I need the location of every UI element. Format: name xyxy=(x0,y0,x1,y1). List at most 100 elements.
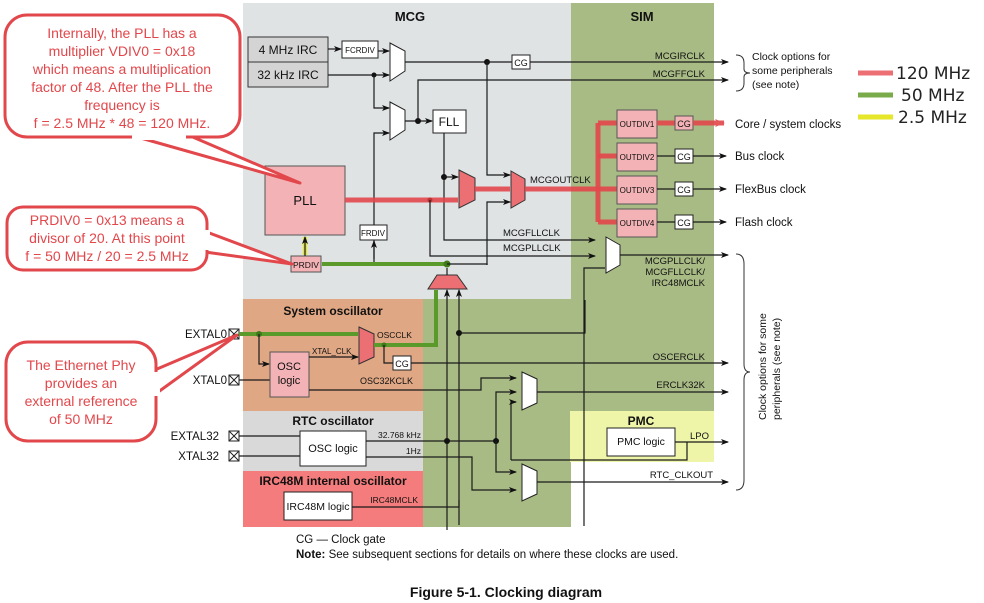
outdiv3-label: OUTDIV3 xyxy=(620,186,655,195)
erclk32k-mux xyxy=(521,371,538,411)
mcg-title: MCG xyxy=(395,9,425,24)
outdiv2-label: OUTDIV2 xyxy=(620,153,655,162)
oscclk-label: OSCCLK xyxy=(377,330,412,340)
callout-ethernet-line-1: The Ethernet Phy xyxy=(27,357,136,373)
xtal0-label: XTAL0 xyxy=(193,375,227,387)
clock-options-top-2: some peripherals xyxy=(752,65,833,77)
extal0-label: EXTAL0 xyxy=(185,329,227,341)
pll-label: PLL xyxy=(293,193,316,208)
clock-options-top-3: (see note) xyxy=(752,79,799,91)
sim-region-bottom xyxy=(423,411,571,527)
irc-32khz-label: 32 kHz IRC xyxy=(257,68,319,82)
callout-prdiv-line-2: divisor of 20. At this point xyxy=(29,230,185,246)
irc-32khz-block xyxy=(247,61,329,88)
erclk32k-label: ERCLK32K xyxy=(656,380,705,391)
irc48m-logic-block xyxy=(283,491,353,521)
irc48mclk-label: IRC48MCLK xyxy=(370,495,418,505)
clock-options-side-1: Clock options for some xyxy=(757,313,769,420)
extal32-label: EXTAL32 xyxy=(171,431,219,443)
outdiv4-label: OUTDIV4 xyxy=(620,219,655,228)
callout-pll xyxy=(3,13,242,139)
xtal32-label: XTAL32 xyxy=(178,451,219,463)
callout-prdiv-line-3: f = 50 MHz / 20 = 2.5 MHz xyxy=(25,248,188,264)
note-text: See subsequent sections for details on w… xyxy=(325,549,678,561)
cg-bus-label: CG xyxy=(677,152,691,162)
callout-prdiv-line-1: PRDIV0 = 0x13 means a xyxy=(30,212,185,228)
rtc-clkout-label: RTC_CLKOUT xyxy=(650,470,713,481)
fll-label: FLL xyxy=(439,115,460,129)
mux-out-label-2: MCGFLLCLK/ xyxy=(645,267,705,278)
callout-pll-line-1: Internally, the PLL has a xyxy=(47,25,197,41)
mcgfllclk-label: MCGFLLCLK xyxy=(503,228,561,239)
mux-out-label-1: MCGPLLCLK/ xyxy=(645,256,706,267)
rtc-osc-logic-label: OSC logic xyxy=(308,443,358,455)
cg-mcgirclk-label: CG xyxy=(514,58,528,68)
peripheral-clock-mux xyxy=(605,236,621,274)
rtc-osc-title: RTC oscillator xyxy=(292,414,374,428)
cg-oscerclk-label: CG xyxy=(395,359,409,369)
cg-legend-note: CG — Clock gate xyxy=(296,534,385,546)
mcgoutclk-label: MCGOUTCLK xyxy=(530,175,591,186)
cg-core-label: CG xyxy=(677,119,691,129)
flash-clock-label: Flash clock xyxy=(735,217,793,229)
footnote: Note: See subsequent sections for detail… xyxy=(296,549,678,561)
rtc-1hz-label: 1Hz xyxy=(406,446,421,456)
bus-clock-label: Bus clock xyxy=(735,151,784,163)
pmc-logic-label: PMC logic xyxy=(617,436,665,448)
irc-4mhz-label: 4 MHz IRC xyxy=(259,43,318,57)
core-clock-label: Core / system clocks xyxy=(735,119,841,131)
osc-logic-label-2: logic xyxy=(278,375,301,387)
frdiv-label: FRDIV xyxy=(361,229,386,238)
outdiv2-block xyxy=(616,142,658,172)
pll-fll-mux xyxy=(458,169,476,209)
osc-logic-block xyxy=(269,351,310,398)
oscerclk-label: OSCERCLK xyxy=(653,352,706,363)
mcgirclk-label: MCGIRCLK xyxy=(655,51,706,62)
xtal-clk-label: XTAL_CLK xyxy=(312,347,352,356)
outdiv1-label: OUTDIV1 xyxy=(620,120,655,129)
flexbus-clock-label: FlexBus clock xyxy=(735,184,806,196)
note-label: Note: xyxy=(296,549,325,561)
fcrdiv-label: FCRDIV xyxy=(345,46,375,55)
prdiv-label: PRDIV xyxy=(293,260,319,270)
mcgout-mux xyxy=(510,170,526,209)
osc32kclk-label: OSC32KCLK xyxy=(360,376,413,386)
callout-pll-line-2: multiplier VDIV0 = 0x18 xyxy=(49,43,196,59)
fll-mux xyxy=(389,101,406,141)
callout-ethernet-line-3: external reference xyxy=(25,393,138,409)
mcgffclk-label: MCGFFCLK xyxy=(653,69,706,80)
sim-title: SIM xyxy=(630,9,653,24)
irc-mux xyxy=(389,42,406,82)
cg-flash-label: CG xyxy=(677,218,691,228)
clock-options-top-1: Clock options for xyxy=(752,51,831,63)
figure-caption: Figure 5-1. Clocking diagram xyxy=(410,584,602,600)
legend-label-50mhz: 50 MHz xyxy=(901,86,964,106)
mux-out-label-3: IRC48MCLK xyxy=(652,278,706,289)
pmc-logic-block xyxy=(606,427,676,457)
rtc-32k-label: 32.768 kHz xyxy=(378,430,421,440)
brace-side xyxy=(735,253,751,491)
system-osc-title: System oscillator xyxy=(283,304,383,318)
callout-pll-line-5: frequency is xyxy=(84,97,159,113)
osc-logic-label-1: OSC xyxy=(277,361,301,373)
fcrdiv-block xyxy=(341,40,379,59)
rtc-clkout-mux xyxy=(521,463,538,502)
brace-top xyxy=(735,54,751,92)
lpo-label: LPO xyxy=(690,431,709,442)
callout-ethernet-line-2: provides an xyxy=(45,375,117,391)
pmc-title: PMC xyxy=(628,414,655,428)
osc-select-mux xyxy=(427,274,468,290)
outdiv1-block xyxy=(616,109,658,139)
outdiv3-block xyxy=(616,175,658,205)
callout-pll-line-4: factor of 48. After the PLL the xyxy=(31,79,213,95)
callout-ethernet-line-4: of 50 MHz xyxy=(49,411,113,427)
sim-region xyxy=(571,3,714,411)
callout-pll-line-3: which means a multiplication xyxy=(32,61,211,77)
fll-block xyxy=(432,109,467,134)
outdiv4-block xyxy=(616,208,658,238)
legend-label-2-5mhz: 2.5 MHz xyxy=(898,108,967,128)
mcgpllclk-label: MCGPLLCLK xyxy=(503,243,561,254)
osc-mux xyxy=(358,326,375,365)
callout-pll-line-6: f = 2.5 MHz * 48 = 120 MHz. xyxy=(34,115,211,131)
